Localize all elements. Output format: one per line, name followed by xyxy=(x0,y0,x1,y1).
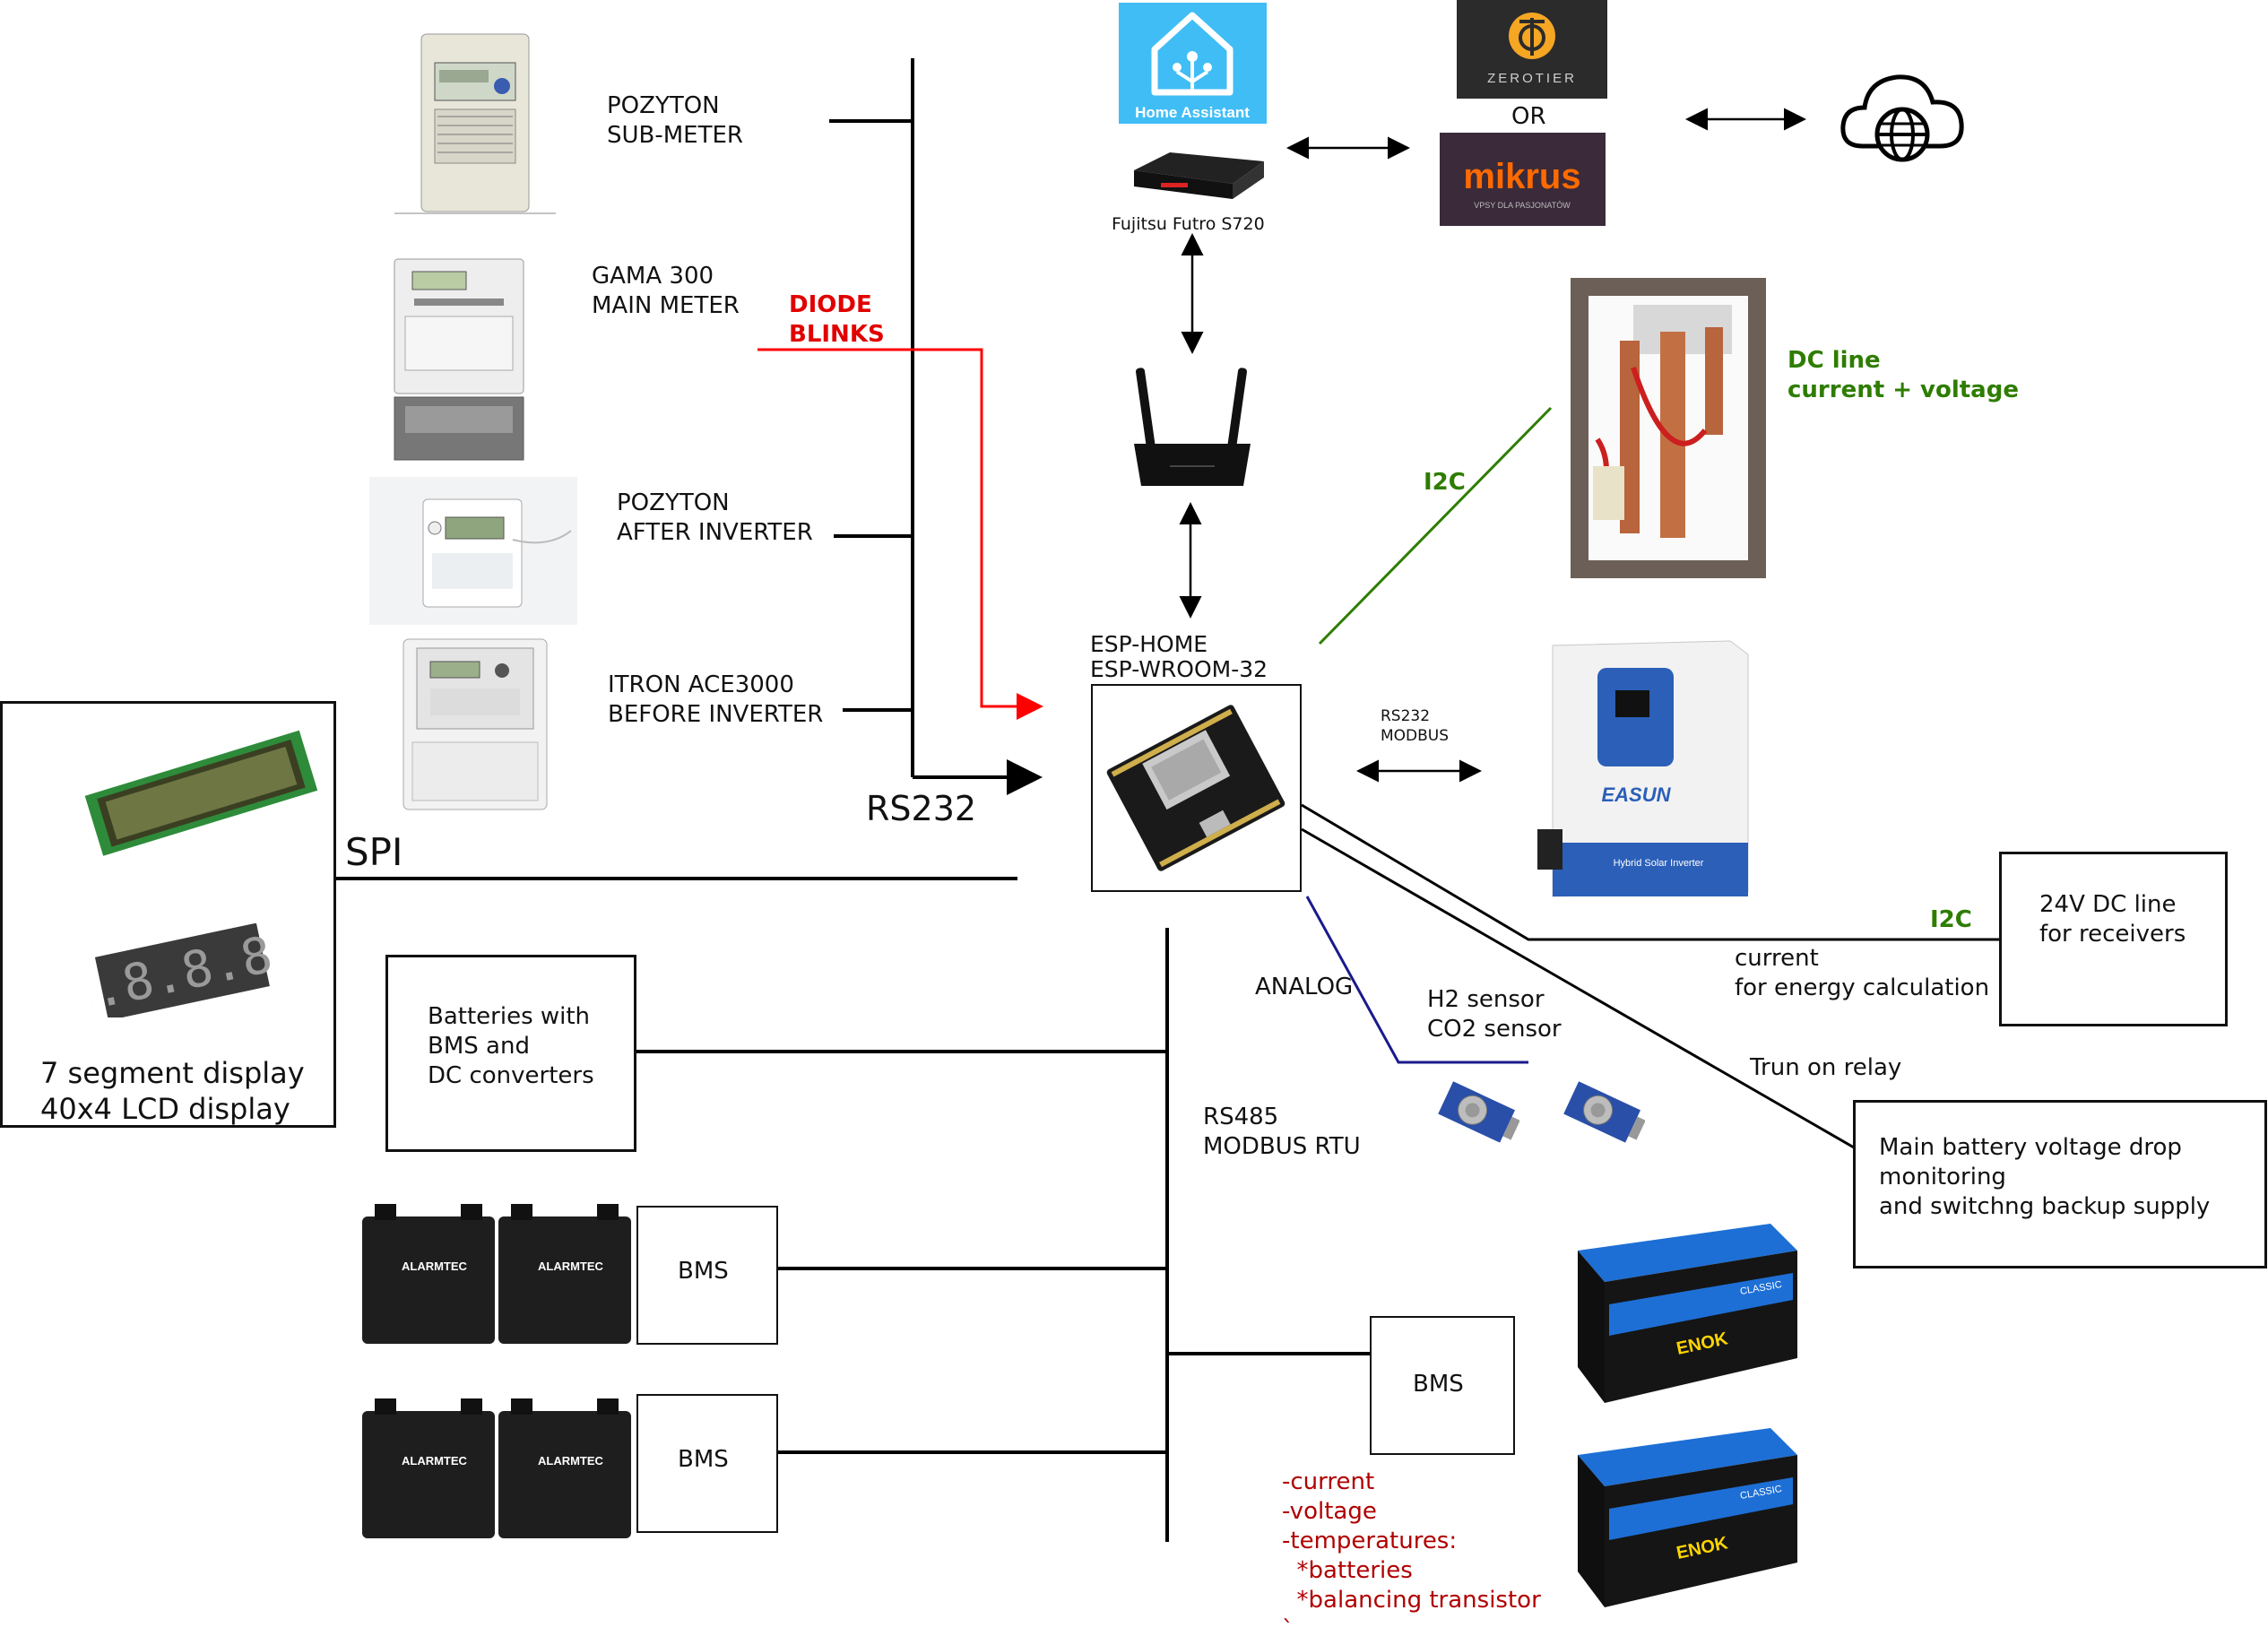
pozyton-after-inverter-label: POZYTON AFTER INVERTER xyxy=(617,489,813,546)
analog-line xyxy=(1305,896,1528,1064)
esp32-board-icon xyxy=(1106,705,1285,871)
svg-text:Home Assistant: Home Assistant xyxy=(1135,104,1250,121)
h2-sensor-icon xyxy=(1438,1081,1519,1143)
or-label: OR xyxy=(1511,103,1546,130)
display-box-label: 7 segment display 40x4 LCD display xyxy=(40,1056,305,1126)
alarmtec-battery-pair-1: ALARMTEC ALARMTEC xyxy=(362,1204,631,1344)
bms-box-1-label: BMS xyxy=(678,1258,729,1285)
itron-meter-image xyxy=(394,635,556,814)
svg-text:ALARMTEC: ALARMTEC xyxy=(402,1260,468,1273)
bms-params-label: -current -voltage -temperatures: *batter… xyxy=(1282,1468,1541,1643)
relay-label: Trun on relay xyxy=(1750,1054,1902,1081)
rs485-label: RS485 MODBUS RTU xyxy=(1203,1104,1361,1160)
bms-box-3: BMS xyxy=(1370,1316,1515,1455)
esp-title-label: ESP-HOME ESP-WROOM-32 xyxy=(1090,631,1268,682)
zerotier-logo: ZEROTIER xyxy=(1457,0,1607,99)
home-assistant-logo: Home Assistant xyxy=(1119,3,1267,124)
rs232-bus-label: RS232 xyxy=(866,789,977,828)
svg-text:ZEROTIER: ZEROTIER xyxy=(1487,71,1577,86)
current-energy-label: current for energy calculation xyxy=(1735,945,1990,1001)
fujitsu-futro-image xyxy=(1125,143,1268,206)
pozyton-sub-meter-label: POZYTON SUB-METER xyxy=(607,92,743,149)
enok-car-battery-1: ENOK CLASSIC xyxy=(1578,1224,1797,1403)
i2c-dc-line xyxy=(1318,406,1553,645)
svg-text:ALARMTEC: ALARMTEC xyxy=(538,1454,604,1468)
i2c-dc-label: I2C xyxy=(1424,469,1466,496)
co2-sensor-icon xyxy=(1563,1081,1645,1143)
bms-box-1: BMS xyxy=(636,1206,778,1345)
esp32-box[interactable] xyxy=(1091,684,1302,892)
main-battery-monitor-label: Main battery voltage drop monitoring and… xyxy=(1879,1134,2211,1220)
analog-label: ANALOG xyxy=(1255,974,1354,1000)
lcd-display-icon xyxy=(84,730,318,856)
bms-box-2-label: BMS xyxy=(678,1446,729,1473)
relay-line xyxy=(1301,827,1855,1149)
bms-box-2: BMS xyxy=(636,1394,778,1533)
gama-main-meter-label: GAMA 300 MAIN METER xyxy=(592,263,740,319)
wifi-router-icon xyxy=(1134,368,1251,486)
gama-main-meter-image xyxy=(387,254,531,464)
i2c-24v-label: I2C xyxy=(1930,906,1972,933)
pozyton-after-inverter-image xyxy=(369,477,577,625)
dc-line-label: DC line current + voltage xyxy=(1788,347,2019,403)
svg-text:ALARMTEC: ALARMTEC xyxy=(402,1454,468,1468)
inverter-link-label: RS232 MODBUS xyxy=(1381,707,1450,745)
svg-text:VPSY DLA PASJONATÓW: VPSY DLA PASJONATÓW xyxy=(1474,201,1571,210)
display-box: 8.8.8.8. 7 segment display 40x4 LCD disp… xyxy=(0,701,336,1128)
dc24-line-box: 24V DC line for receivers xyxy=(1999,852,2228,1026)
svg-text:ALARMTEC: ALARMTEC xyxy=(538,1260,604,1273)
dc24-line-label: 24V DC line for receivers xyxy=(2039,891,2186,948)
pozyton-sub-meter-image xyxy=(385,27,565,215)
main-battery-monitor-box: Main battery voltage drop monitoring and… xyxy=(1853,1100,2267,1268)
batteries-box: Batteries with BMS and DC converters xyxy=(385,955,636,1152)
mikrus-logo: mikrus VPSY DLA PASJONATÓW xyxy=(1440,133,1606,226)
internet-cloud-icon xyxy=(1840,74,1964,162)
diode-blinks-label: DIODE BLINKS xyxy=(789,291,885,348)
fujitsu-futro-label: Fujitsu Futro S720 xyxy=(1112,214,1265,234)
batteries-box-label: Batteries with BMS and DC converters xyxy=(428,1003,594,1089)
seven-segment-display-icon: 8.8.8.8. xyxy=(92,923,272,1017)
spi-label: SPI xyxy=(345,830,403,874)
sensors-label: H2 sensor CO2 sensor xyxy=(1427,986,1562,1043)
dc24-line xyxy=(1301,803,1999,941)
svg-text:EASUN: EASUN xyxy=(1601,784,1671,806)
svg-text:mikrus: mikrus xyxy=(1463,157,1580,196)
svg-text:Hybrid Solar Inverter: Hybrid Solar Inverter xyxy=(1614,858,1704,869)
itron-meter-label: ITRON ACE3000 BEFORE INVERTER xyxy=(608,671,824,728)
diode-blinks-line xyxy=(757,348,1043,720)
enok-car-battery-2: ENOK CLASSIC xyxy=(1578,1428,1797,1607)
alarmtec-battery-pair-2: ALARMTEC ALARMTEC xyxy=(362,1398,631,1538)
bms-box-3-label: BMS xyxy=(1413,1371,1464,1398)
hybrid-inverter-image: EASUN Hybrid Solar Inverter xyxy=(1533,636,1757,901)
dc-line-shunt-image xyxy=(1571,278,1766,578)
